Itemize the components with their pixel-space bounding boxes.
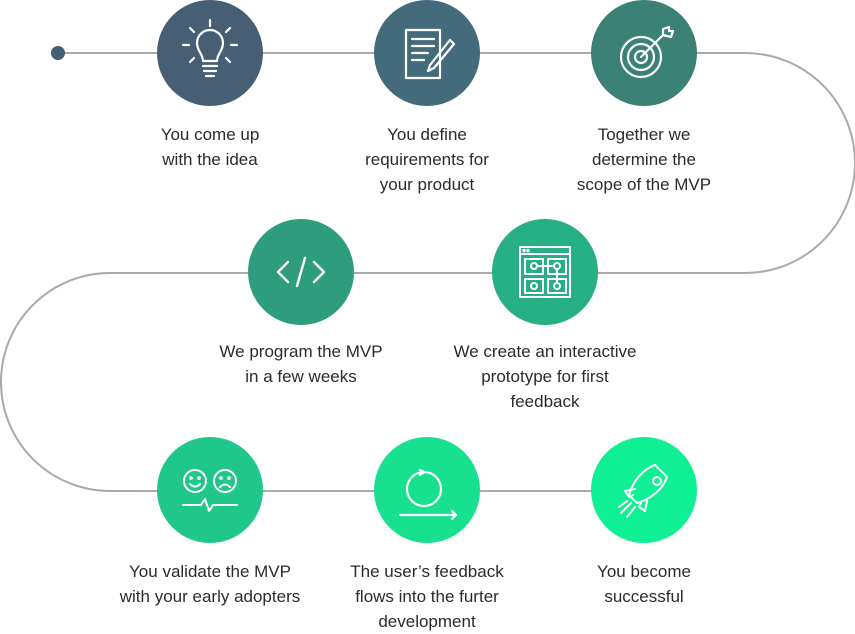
step-label-line: your product xyxy=(379,175,475,194)
step-4-label: We program the MVP in a few weeks xyxy=(186,339,416,389)
step-3-circle xyxy=(591,0,697,106)
step-7-circle xyxy=(374,437,480,543)
step-label-line: You define xyxy=(387,125,467,144)
step-8-circle xyxy=(591,437,697,543)
step-label-line: successful xyxy=(604,587,684,606)
step-8-label: You become successful xyxy=(529,559,759,609)
step-1-label: You come up with the idea xyxy=(95,122,325,172)
step-label-line: requirements for xyxy=(365,150,489,169)
rocket-icon xyxy=(618,464,668,518)
step-label-line: You validate the MVP xyxy=(129,562,291,581)
step-5-circle xyxy=(492,219,598,325)
document-pencil-icon xyxy=(404,28,456,80)
step-label-line: The user’s feedback xyxy=(350,562,504,581)
step-label-line: We program the MVP xyxy=(219,342,383,361)
step-label-line: You come up xyxy=(160,125,260,144)
start-dot xyxy=(51,46,65,60)
lightbulb-icon xyxy=(181,18,239,78)
code-icon xyxy=(276,256,326,288)
step-label-line: prototype for first xyxy=(481,367,609,386)
step-5-label: We create an interactive prototype for f… xyxy=(430,339,660,414)
step-label-line: in a few weeks xyxy=(245,367,357,386)
step-label-line: flows into the furter xyxy=(355,587,499,606)
step-label-line: You become xyxy=(597,562,691,581)
step-label-line: with your early adopters xyxy=(119,587,301,606)
step-1-circle xyxy=(157,0,263,106)
step-label-line: We create an interactive xyxy=(453,342,637,361)
step-label-line: with the idea xyxy=(162,150,258,169)
step-label-line: development xyxy=(378,612,476,631)
connector-path xyxy=(0,52,855,492)
step-6-label: You validate the MVP with your early ado… xyxy=(95,559,325,609)
step-label-line: feedback xyxy=(510,392,580,411)
step-6-circle xyxy=(157,437,263,543)
step-7-label: The user’s feedback flows into the furte… xyxy=(312,559,542,634)
step-2-label: You define requirements for your product xyxy=(312,122,542,197)
cycle-arrow-icon xyxy=(398,468,458,521)
step-label-line: Together we xyxy=(597,125,691,144)
step-2-circle xyxy=(374,0,480,106)
smiley-faces-icon xyxy=(182,469,238,512)
step-label-line: scope of the MVP xyxy=(576,175,712,194)
prototype-icon xyxy=(519,246,571,298)
target-icon xyxy=(619,25,675,79)
step-3-label: Together we determine the scope of the M… xyxy=(529,122,759,197)
step-label-line: determine the xyxy=(592,150,696,169)
step-4-circle xyxy=(248,219,354,325)
